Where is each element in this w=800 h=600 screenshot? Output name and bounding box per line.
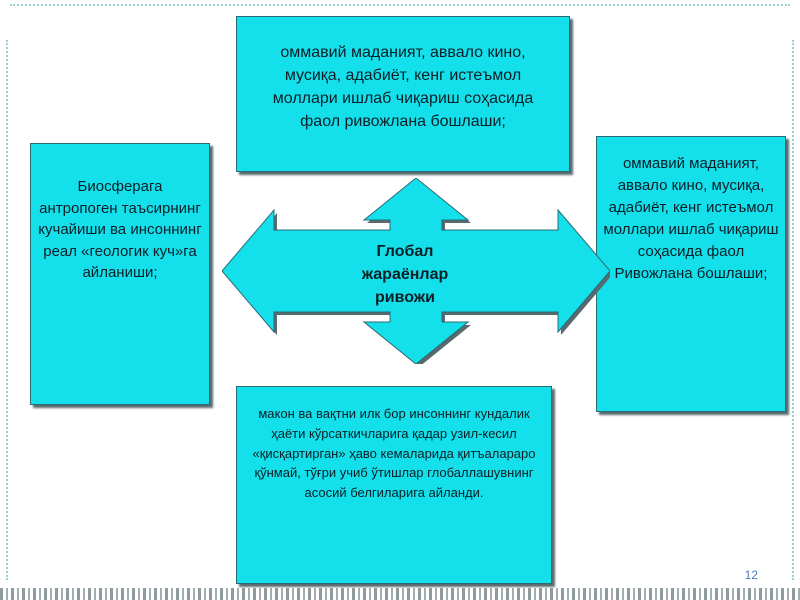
right-box-text: оммавий маданият, аввало кино, мусиқа, а… [603,155,779,282]
dotted-frame-left [6,40,8,580]
top-text-box: оммавий маданият, аввало кино, мусиқа, а… [236,16,570,172]
left-box-text: Биосферага антропоген таъсирнинг кучайиш… [38,178,202,281]
bottom-box-text: макон ва вақтни илк бор инсоннинг кундал… [252,406,536,501]
dotted-frame-top [10,4,790,6]
four-way-arrow-shape [222,178,610,364]
bottom-decorative-stripe [0,588,800,600]
left-text-box: Биосферага антропоген таъсирнинг кучайиш… [30,143,210,405]
center-label-line-2: жараёнлар [361,266,449,283]
right-text-box: оммавий маданият, аввало кино, мусиқа, а… [596,136,786,412]
page-number: 12 [744,568,758,582]
dotted-frame-right [792,40,794,580]
center-label: Глобал жараёнлар ривожи [330,240,480,309]
center-label-line-3: ривожи [375,289,435,306]
four-way-arrow-body [222,178,610,364]
top-box-text: оммавий маданият, аввало кино, мусиқа, а… [272,44,534,130]
center-label-line-1: Глобал [376,243,434,260]
bottom-text-box: макон ва вақтни илк бор инсоннинг кундал… [236,386,552,584]
